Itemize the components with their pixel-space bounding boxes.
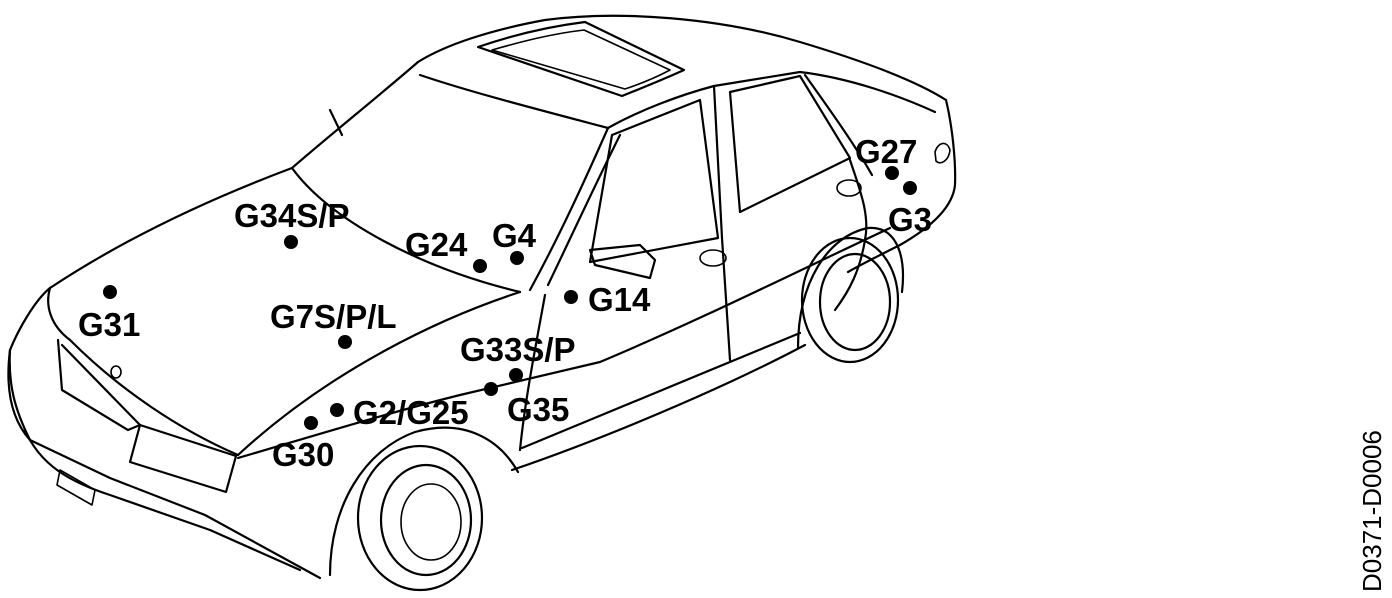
ground-point-marker [903, 181, 917, 195]
ground-point-label: G33S/P [460, 331, 576, 368]
car-rear-door-handle [836, 179, 862, 197]
car-hood-right-crease [236, 290, 522, 457]
car-hood-left-edge [48, 166, 294, 290]
car-front-corner [7, 286, 52, 442]
car-a-pillar-right [546, 133, 622, 287]
car-rear-tire [800, 236, 900, 364]
ground-point-label: G3 [888, 201, 932, 238]
ground-point-g27: G27 [855, 133, 917, 180]
ground-point-g30: G30 [272, 416, 334, 473]
car-outline [7, 14, 957, 592]
car-cowl [290, 166, 522, 294]
ground-point-marker [284, 235, 298, 249]
ground-point-label: G24 [405, 226, 468, 263]
car-side-character-line [236, 226, 892, 460]
car-front-tire [356, 444, 484, 592]
ground-point-label: G31 [78, 306, 140, 343]
ground-point-marker [885, 166, 899, 180]
car-sunroof-inner [491, 29, 671, 90]
ground-point-marker [330, 403, 344, 417]
ground-point-label: G35 [507, 391, 569, 428]
car-hood-front-edge [47, 286, 240, 457]
car-roof-side [606, 70, 937, 130]
car-b-pillar [712, 84, 732, 362]
car-front-door-handle [699, 249, 727, 267]
car-front-bumper [8, 348, 322, 580]
car-front-window [588, 98, 720, 264]
ground-point-marker [564, 290, 578, 304]
car-sunroof [476, 20, 686, 98]
car-rocker [510, 343, 807, 472]
ground-point-marker [510, 251, 524, 265]
ground-point-g34sp: G34S/P [234, 197, 350, 249]
ground-point-g14: G14 [564, 281, 651, 318]
car-hood-emblem [110, 365, 122, 379]
ground-point-g3: G3 [888, 181, 932, 238]
ground-point-g4: G4 [492, 217, 537, 265]
car-license-plate [56, 469, 96, 506]
car-tail-light [934, 142, 951, 164]
ground-point-marker [304, 416, 318, 430]
car-front-door-front-edge [518, 293, 547, 452]
ground-point-g31: G31 [78, 285, 140, 343]
ground-point-marker [509, 368, 523, 382]
car-rear-window [728, 74, 852, 214]
car-headlight [128, 423, 238, 494]
ground-point-g33sp: G33S/P [460, 331, 576, 382]
car-antenna [328, 108, 344, 137]
car-front-bumper-lower [23, 428, 302, 572]
car-c-pillar [803, 73, 874, 177]
figure-code: D0371-D0006 [1357, 430, 1387, 592]
ground-point-marker [484, 382, 498, 396]
car-roof-line [416, 14, 948, 102]
ground-point-g7spl: G7S/P/L [270, 298, 397, 349]
car-rear-door-rear-edge [833, 158, 868, 312]
ground-point-marker [338, 335, 352, 349]
ground-point-g35: G35 [484, 382, 569, 428]
ground-point-g24: G24 [405, 226, 487, 273]
ground-point-label: G27 [855, 133, 917, 170]
ground-point-label: G14 [588, 281, 651, 318]
ground-point-label: G2/G25 [353, 394, 469, 431]
car-windshield-right [528, 126, 610, 292]
ground-point-label: G34S/P [234, 197, 350, 234]
ground-point-label: G4 [492, 217, 537, 254]
car-grille [56, 338, 142, 432]
ground-point-g2-g25: G2/G25 [330, 394, 469, 431]
ground-point-marker [103, 285, 117, 299]
car-a-pillar-left [290, 60, 420, 170]
car-windshield-top [418, 73, 610, 130]
car-rear-rim [818, 252, 892, 352]
car-front-rim [379, 463, 473, 577]
ground-point-label: G7S/P/L [270, 298, 397, 335]
ground-point-marker [473, 259, 487, 273]
ground-point-label: G30 [272, 436, 334, 473]
car-front-wheel-arch [328, 426, 520, 577]
car-side-mirror [588, 243, 657, 280]
car-tail [846, 98, 957, 274]
car-rear-wheel-arch [796, 226, 904, 350]
car-rocker-upper [520, 331, 802, 450]
car-front-hub [400, 483, 462, 561]
